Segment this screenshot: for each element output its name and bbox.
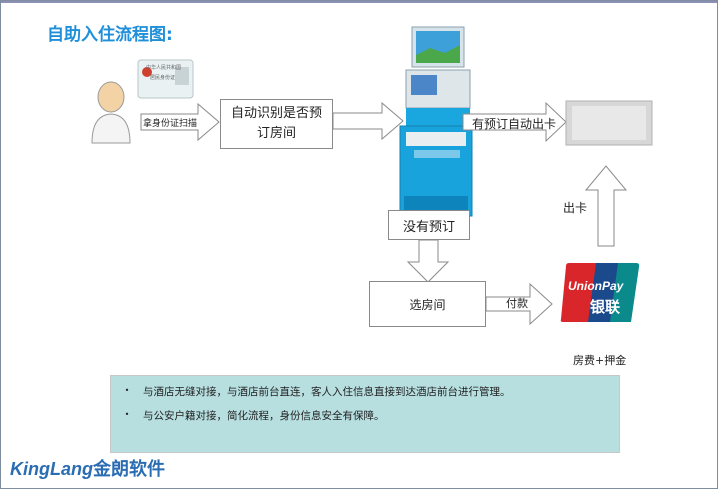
arrow-to-kiosk bbox=[332, 101, 404, 141]
info-bullet-2: • 与公安户籍对接，简化流程，身份信息安全有保障。 bbox=[111, 408, 385, 423]
arrow-pay bbox=[485, 282, 553, 326]
scan-label: 拿身份证扫描 bbox=[143, 119, 198, 129]
select-room-box: 选房间 bbox=[369, 281, 486, 327]
person-icon bbox=[91, 81, 131, 144]
bullet-dot-icon: • bbox=[124, 386, 130, 395]
dispense-card-label: 出卡 bbox=[563, 201, 588, 215]
arrow-down-select bbox=[406, 239, 450, 283]
brand-name-en: KingLang bbox=[10, 459, 93, 479]
id-card-text-2: 居民身份证 bbox=[150, 75, 176, 81]
room-card-icon bbox=[565, 100, 653, 146]
arrow-to-card bbox=[462, 101, 567, 143]
fee-deposit-label: 房费+押金 bbox=[573, 354, 627, 367]
slide-title: 自助入住流程图: bbox=[47, 25, 173, 45]
id-card-icon bbox=[137, 59, 194, 99]
arrow-scan bbox=[140, 102, 220, 142]
info-box: • 与酒店无缝对接，与酒店前台直连，客人入住信息直接到达酒店前台进行管理。 • … bbox=[110, 375, 620, 453]
brand-name-cn: 金朗软件 bbox=[93, 459, 165, 480]
reserved-card-label: 有预订自动出卡 bbox=[472, 117, 557, 131]
bullet-dot-icon: • bbox=[124, 410, 130, 419]
info-bullet-1: • 与酒店无缝对接，与酒店前台直连，客人入住信息直接到达酒店前台进行管理。 bbox=[111, 384, 511, 399]
select-room-text: 选房间 bbox=[409, 297, 446, 312]
kiosk-icon bbox=[399, 26, 473, 217]
payment-label: 付款 bbox=[506, 297, 528, 310]
info-bullet-text-1: 与酒店无缝对接，与酒店前台直连，客人入住信息直接到达酒店前台进行管理。 bbox=[143, 386, 511, 398]
unionpay-cn-text: 银联 bbox=[590, 298, 621, 316]
no-reservation-box: 没有预订 bbox=[388, 210, 470, 240]
unionpay-logo bbox=[560, 263, 640, 322]
id-card-text-1: 中华人民共和国 bbox=[146, 65, 182, 71]
no-reservation-text: 没有预订 bbox=[402, 219, 455, 235]
auto-identify-box: 自动识别是否预订房间 bbox=[220, 99, 333, 149]
kinglang-logo: KingLang金朗软件 bbox=[10, 455, 165, 481]
top-border-line bbox=[0, 0, 718, 3]
info-bullet-text-2: 与公安户籍对接，简化流程，身份信息安全有保障。 bbox=[143, 410, 385, 422]
arrow-up-card bbox=[584, 165, 628, 247]
unionpay-en-text: UnionPay bbox=[568, 279, 624, 293]
auto-identify-text: 自动识别是否预订房间 bbox=[230, 106, 322, 141]
